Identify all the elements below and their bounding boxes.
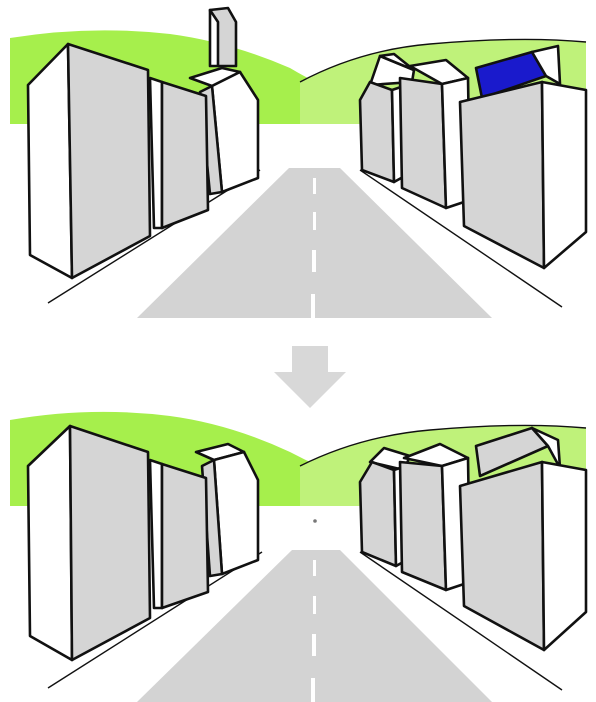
vanishing-point bbox=[313, 519, 317, 523]
building-right-front bbox=[458, 80, 588, 270]
hill-outline-2 bbox=[299, 424, 587, 467]
panel-after bbox=[10, 411, 588, 702]
building-left-front-2 bbox=[26, 424, 152, 662]
road bbox=[137, 168, 492, 318]
road-2 bbox=[137, 550, 492, 702]
building-left-mid-2 bbox=[148, 458, 210, 610]
building-right-mid bbox=[398, 58, 472, 210]
lane-marks-2 bbox=[311, 560, 316, 702]
panel-before bbox=[10, 6, 588, 324]
hill-outline bbox=[299, 38, 587, 83]
building-right-mid-2 bbox=[398, 442, 472, 592]
building-left-front bbox=[26, 42, 152, 280]
down-arrow-icon bbox=[274, 346, 346, 408]
building-right-front-2 bbox=[458, 460, 588, 652]
lane-marks bbox=[311, 178, 316, 318]
building-right-highlight bbox=[474, 44, 562, 100]
transition-arrow bbox=[274, 346, 346, 408]
road-edge-right bbox=[359, 169, 563, 308]
road-edge-right-2 bbox=[359, 551, 563, 691]
road-edge-left-2 bbox=[47, 551, 263, 689]
building-left-back bbox=[188, 66, 260, 196]
building-left-tall bbox=[208, 6, 238, 68]
building-left-mid bbox=[148, 76, 210, 230]
